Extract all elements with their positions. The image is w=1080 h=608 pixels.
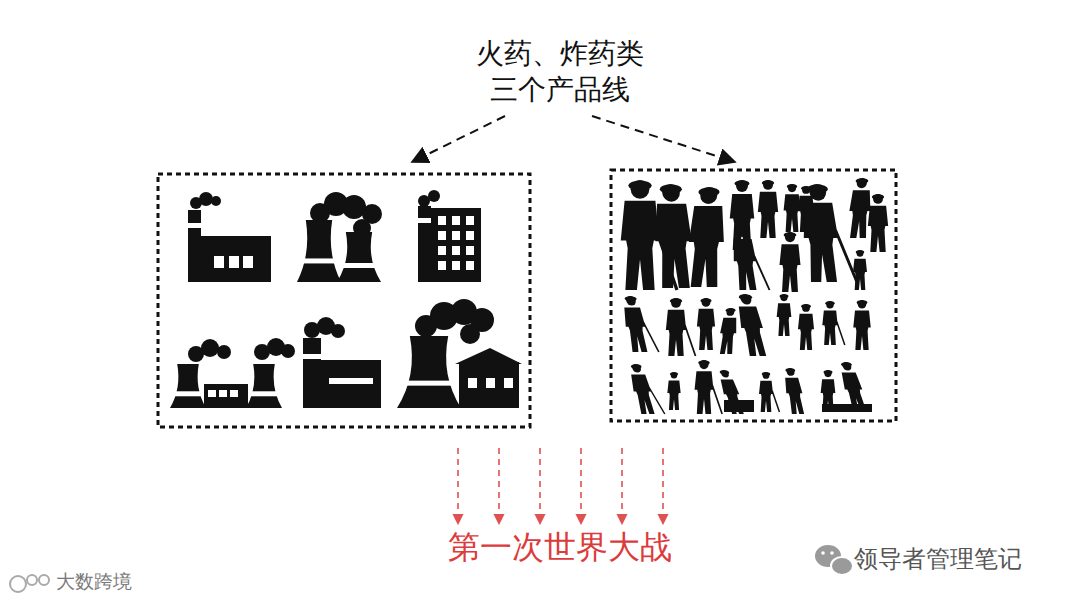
red-arrow bbox=[457, 448, 459, 524]
red-arrow bbox=[498, 448, 500, 524]
wechat-icon bbox=[815, 545, 853, 575]
factory-frame bbox=[158, 174, 530, 427]
red-arrows bbox=[458, 448, 663, 524]
corner-logo bbox=[10, 575, 49, 592]
event-label: 第一次世界大战 bbox=[360, 528, 760, 566]
heading: 火药、炸药类 三个产品线 bbox=[430, 36, 690, 108]
pointer-arrow bbox=[412, 116, 505, 162]
red-arrow bbox=[539, 448, 541, 524]
red-arrow bbox=[621, 448, 623, 524]
watermark: 领导者管理笔记 bbox=[854, 545, 1074, 574]
red-arrow bbox=[580, 448, 582, 524]
worker-silhouettes bbox=[620, 178, 888, 414]
watermark: 大数跨境 bbox=[56, 570, 196, 593]
red-arrow bbox=[662, 448, 664, 524]
factory-icons bbox=[170, 190, 522, 408]
worker-frame bbox=[611, 170, 896, 421]
pointer-arrow bbox=[592, 116, 735, 162]
